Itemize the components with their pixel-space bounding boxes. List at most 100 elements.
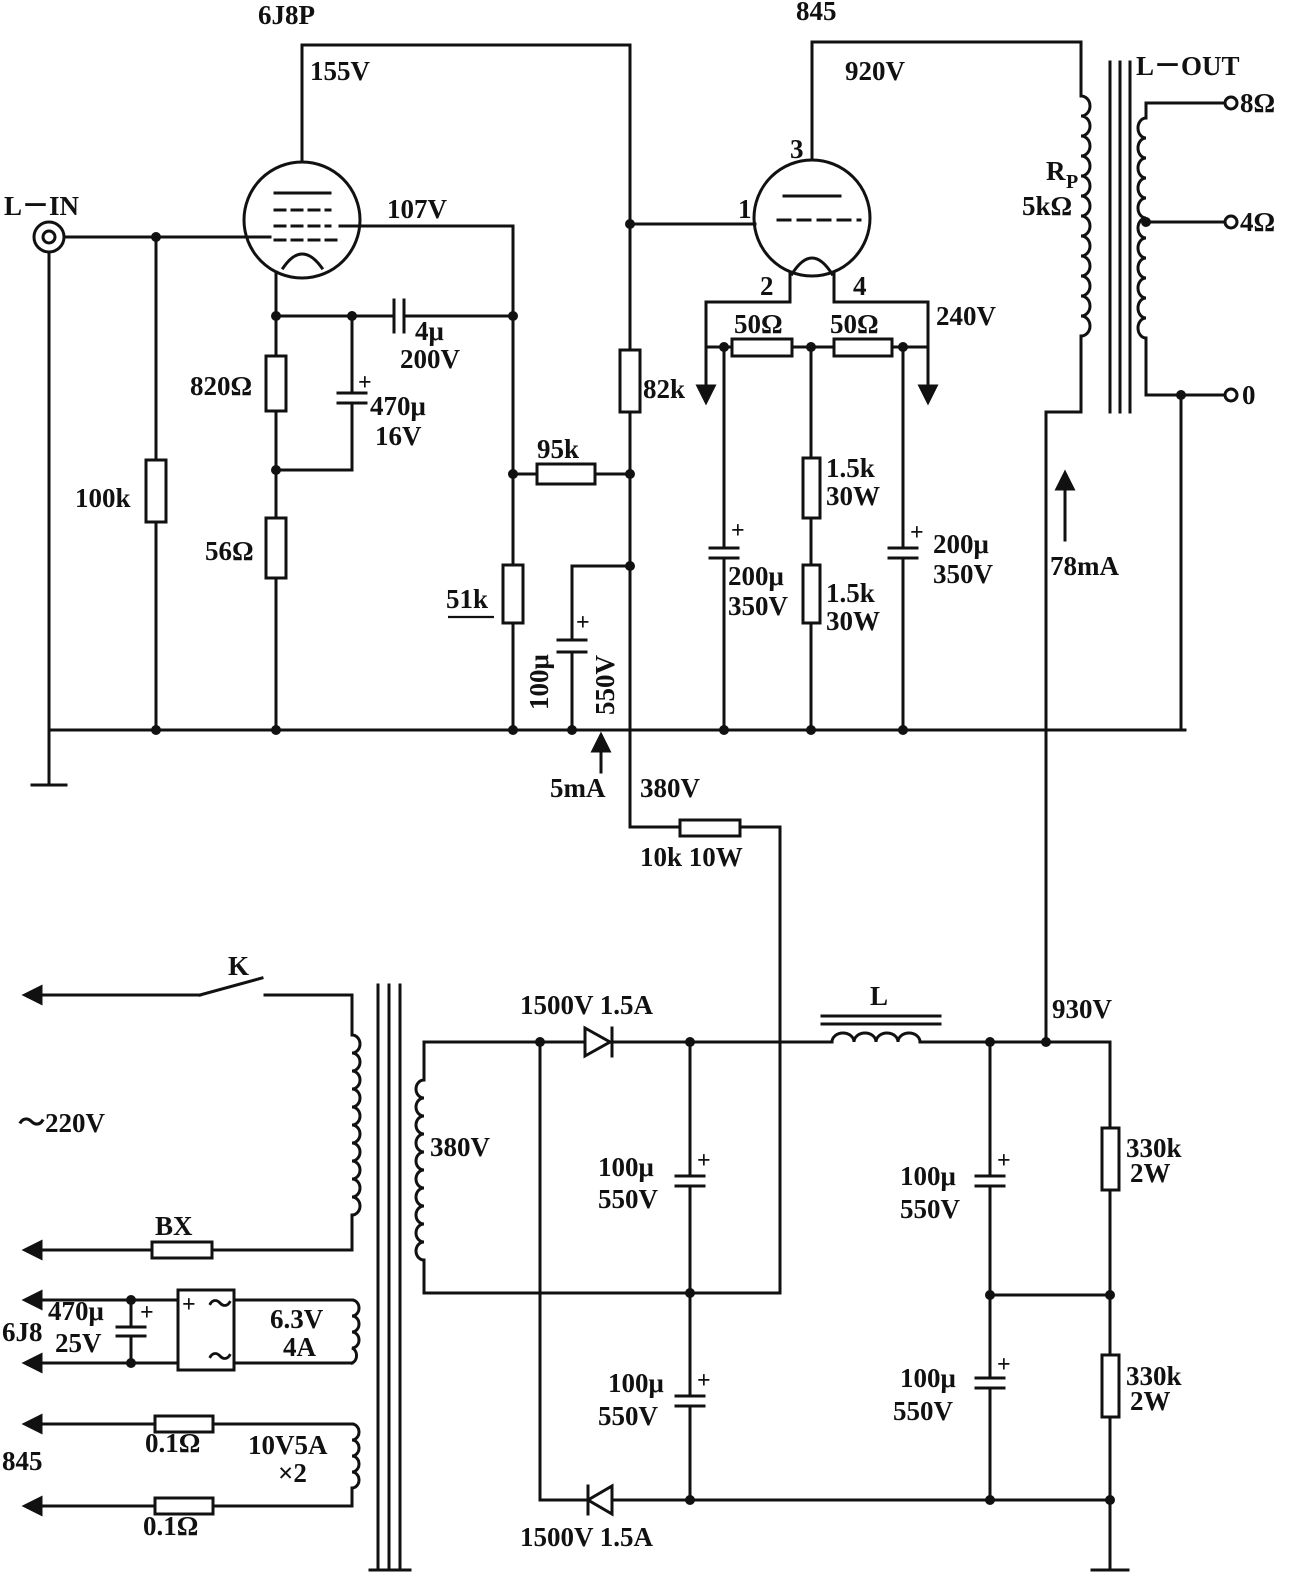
- output-transformer-primary: [1079, 94, 1092, 338]
- resistor-bleeder2-power: 2W: [1130, 1386, 1171, 1416]
- bias-cap1-value: 200μ: [728, 561, 784, 591]
- driver-current: 5mA: [550, 773, 606, 803]
- resistor-95k-label: 95k: [537, 434, 579, 464]
- terminal-4-label: 4Ω: [1240, 207, 1275, 237]
- plate-845-voltage: 920V: [845, 56, 906, 86]
- junction-dot: [1141, 217, 1151, 227]
- heater-845-multiplier: ×2: [278, 1458, 307, 1488]
- tube-845: [752, 158, 872, 278]
- resistor-drop-label: 10k 10W: [640, 842, 743, 872]
- resistor-grid-label: 100k: [75, 483, 131, 513]
- switch-k: [198, 976, 264, 997]
- switch-label: K: [228, 951, 249, 981]
- heater-845-winding: [350, 1422, 361, 1490]
- bridge-plus: +: [182, 1292, 196, 1318]
- resistor-fil-a: [730, 337, 794, 358]
- cath-cap-value: 470μ: [370, 391, 426, 421]
- cath-cap-voltage: 16V: [375, 421, 422, 451]
- junction-dot: [271, 725, 281, 735]
- driver-supply-voltage: 380V: [640, 773, 701, 803]
- junction-dot: [1041, 1037, 1051, 1047]
- diode-bottom-label: 1500V 1.5A: [520, 1522, 654, 1552]
- cap-c2-value: 100μ: [608, 1368, 664, 1398]
- junction-dot: [1105, 1495, 1115, 1505]
- heater-6j8-winding-current: 4A: [283, 1332, 317, 1362]
- resistor-95k: [535, 462, 597, 486]
- plus-sign: +: [697, 1368, 711, 1394]
- decoupling-cap-value: 100μ: [524, 654, 554, 710]
- transformer-r-sub: P: [1066, 171, 1078, 193]
- heater-845-res2-label: 0.1Ω: [143, 1511, 198, 1541]
- bias-cap2-value: 200μ: [933, 529, 989, 559]
- resistor-fil-a-label: 50Ω: [734, 309, 783, 339]
- resistor-82k: [618, 348, 642, 414]
- junction-dot: [985, 1495, 995, 1505]
- resistor-bleeder1-power: 2W: [1130, 1158, 1171, 1188]
- cap-c4-value: 100μ: [900, 1363, 956, 1393]
- coupling-cap-value: 4μ: [415, 316, 444, 346]
- resistor-cath2: [264, 516, 288, 580]
- resistor-fil-b-label: 50Ω: [830, 309, 879, 339]
- resistor-bleeder2-value: 330k: [1126, 1361, 1182, 1391]
- diode-top: [583, 1025, 614, 1059]
- heater-6j8-winding-voltage: 6.3V: [270, 1304, 324, 1334]
- tube-6j8p: [242, 160, 362, 280]
- plus-sign: +: [997, 1148, 1011, 1174]
- resistor-51k: [501, 563, 525, 625]
- cap-c3-value: 100μ: [900, 1161, 956, 1191]
- junction-dot: [1105, 1290, 1115, 1300]
- terminal-0: [1223, 387, 1239, 403]
- heater-845-label: 845: [2, 1446, 43, 1476]
- plus-sign: +: [997, 1352, 1011, 1378]
- resistor-bias2-power: 30W: [826, 606, 880, 636]
- resistor-cath2-label: 56Ω: [205, 536, 254, 566]
- heater-6j8-label: 6J8: [2, 1317, 43, 1347]
- resistor-bleeder1-value: 330k: [1126, 1133, 1182, 1163]
- cap-c4-voltage: 550V: [893, 1396, 954, 1426]
- resistor-bias2: [801, 563, 822, 625]
- junction-dot: [719, 725, 729, 735]
- input-label: L－IN: [4, 191, 80, 221]
- bridge-ac-top: ～: [208, 1292, 232, 1318]
- terminal-4-ohm: [1223, 214, 1239, 230]
- junction-dot: [806, 725, 816, 735]
- bias-cap2-voltage: 350V: [933, 559, 994, 589]
- hv-secondary-voltage: 380V: [430, 1132, 491, 1162]
- resistor-cath1-label: 820Ω: [190, 371, 252, 401]
- plus-sign: +: [140, 1300, 154, 1326]
- tube-845-pin3: 3: [790, 134, 804, 164]
- resistor-bleeder1: [1100, 1126, 1121, 1192]
- screen-voltage: 107V: [387, 194, 448, 224]
- tube-845-pin4: 4: [853, 271, 867, 301]
- mains-voltage: ～220V: [18, 1108, 105, 1138]
- power-transformer-hv-secondary: [414, 1078, 426, 1262]
- coupling-cap-voltage: 200V: [400, 344, 461, 374]
- resistor-bias2-value: 1.5k: [826, 578, 875, 608]
- resistor-82k-label: 82k: [643, 374, 685, 404]
- tube-6j8p-label: 6J8P: [258, 0, 315, 30]
- junction-dot: [151, 725, 161, 735]
- plus-sign: +: [576, 610, 590, 636]
- fuse-label: BX: [155, 1211, 193, 1241]
- heater-6j8-cap-value: 470μ: [48, 1296, 104, 1326]
- junction-dot: [567, 725, 577, 735]
- cap-c2-voltage: 550V: [598, 1401, 659, 1431]
- plus-sign: +: [910, 520, 924, 546]
- cap-c3-voltage: 550V: [900, 1194, 961, 1224]
- plus-sign: +: [358, 370, 372, 396]
- power-transformer-primary: [350, 1033, 362, 1217]
- plate-6j8p-voltage: 155V: [310, 56, 371, 86]
- output-current: 78mA: [1050, 551, 1119, 581]
- resistor-cath1: [264, 354, 288, 413]
- resistor-bias1: [801, 456, 822, 520]
- choke-label: L: [870, 981, 888, 1011]
- plus-sign: +: [731, 518, 745, 544]
- resistor-bias1-value: 1.5k: [826, 453, 875, 483]
- output-transformer-secondary: [1136, 116, 1148, 340]
- tube-845-pin2: 2: [760, 271, 774, 301]
- junction-dot: [508, 311, 518, 321]
- plus-sign: +: [697, 1148, 711, 1174]
- resistor-bias1-power: 30W: [826, 481, 880, 511]
- heater-6j8-winding: [350, 1298, 361, 1365]
